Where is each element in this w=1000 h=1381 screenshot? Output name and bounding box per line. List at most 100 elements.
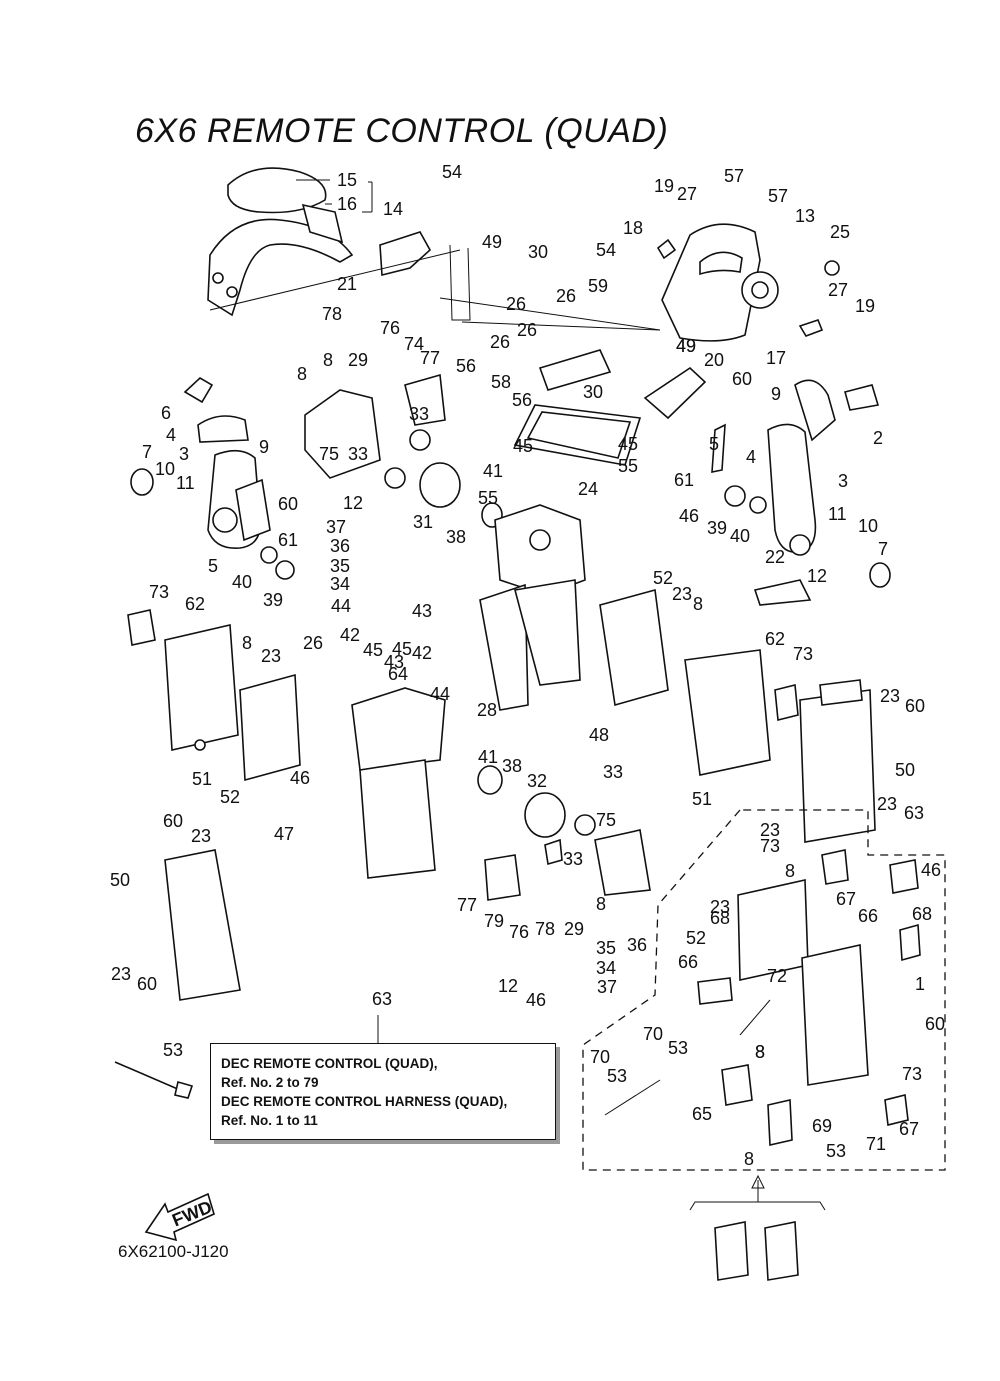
diagram-code: 6X62100-J120	[118, 1242, 229, 1261]
callout-number: 63	[372, 989, 392, 1009]
callout-number: 73	[902, 1064, 922, 1084]
callout-number: 53	[607, 1066, 627, 1086]
callout-number: 12	[498, 976, 518, 996]
callout-number: 77	[420, 348, 440, 368]
callout-number: 48	[589, 725, 609, 745]
callout-number: 60	[278, 494, 298, 514]
callout-number: 74	[404, 334, 424, 354]
callout-number: 64	[388, 664, 408, 684]
callout-number: 3	[179, 444, 189, 464]
callout-number: 33	[563, 849, 583, 869]
callout-number: 40	[730, 526, 750, 546]
callout-number: 39	[263, 590, 283, 610]
callout-number: 33	[348, 444, 368, 464]
callout-number: 10	[858, 516, 878, 536]
callout-number: 46	[526, 990, 546, 1010]
callout-number: 60	[732, 369, 752, 389]
callout-number: 2	[873, 428, 883, 448]
callout-number: 75	[596, 810, 616, 830]
callout-number: 50	[895, 760, 915, 780]
callout-number: 12	[807, 566, 827, 586]
callout-number: 10	[155, 459, 175, 479]
callout-number: 78	[322, 304, 342, 324]
callout-number: 26	[303, 633, 323, 653]
callout-number: 43	[384, 652, 404, 672]
callout-number: 11	[176, 473, 195, 493]
callout-number: 29	[564, 919, 584, 939]
callout-number: 42	[340, 625, 360, 645]
right-control-units	[684, 649, 876, 843]
callout-number: 55	[618, 456, 638, 476]
callout-number: 70	[643, 1024, 663, 1044]
callout-number: 16	[337, 194, 357, 214]
callout-number: 30	[583, 382, 603, 402]
callout-number: 76	[509, 922, 529, 942]
callout-number: 18	[623, 218, 643, 238]
callout-number: 47	[274, 824, 294, 844]
callout-number: 45	[363, 640, 383, 660]
callout-number: 53	[668, 1038, 688, 1058]
callout-number: 26	[506, 294, 526, 314]
callout-number: 46	[679, 506, 699, 526]
left-lever-assembly	[130, 377, 295, 580]
connector-inset	[689, 1174, 826, 1281]
callout-number: 50	[110, 870, 130, 890]
callout-number: 37	[326, 517, 346, 537]
callout-number: 7	[878, 539, 888, 559]
callout-number: 19	[654, 176, 674, 196]
callout-number: 66	[858, 906, 878, 926]
callout-number: 1	[915, 974, 925, 994]
callout-number: 8	[242, 633, 252, 653]
callout-number: 70	[590, 1047, 610, 1067]
callout-number: 36	[627, 935, 647, 955]
callout-number: 38	[502, 756, 522, 776]
callout-number: 27	[677, 184, 697, 204]
callout-number: 29	[348, 350, 368, 370]
callout-number: 68	[912, 904, 932, 924]
callout-number: 20	[704, 350, 724, 370]
callout-number: 42	[412, 643, 432, 663]
callout-number: 52	[220, 787, 240, 807]
callout-number: 53	[826, 1141, 846, 1161]
callout-number: 26	[517, 320, 537, 340]
callout-number: 49	[482, 232, 502, 252]
callout-number: 27	[828, 280, 848, 300]
callout-number: 57	[768, 186, 788, 206]
note-line-3: DEC REMOTE CONTROL HARNESS (QUAD),	[221, 1094, 508, 1109]
callout-number: 8	[596, 894, 606, 914]
callout-number: 4	[746, 447, 756, 467]
callout-number: 53	[163, 1040, 183, 1060]
callout-number: 77	[457, 895, 477, 915]
callout-number: 26	[490, 332, 510, 352]
callout-number: 39	[707, 518, 727, 538]
callout-number: 23	[672, 584, 692, 604]
callout-number: 62	[765, 629, 785, 649]
callout-number: 71	[866, 1134, 886, 1154]
callout-number: 54	[442, 162, 462, 182]
callout-number: 26	[556, 286, 576, 306]
callout-number: 37	[597, 977, 617, 997]
lever-housing-13	[656, 223, 840, 342]
callout-number: 49	[676, 336, 696, 356]
callout-number: 6	[161, 403, 171, 423]
callout-number: 15	[337, 170, 357, 190]
callout-number: 59	[588, 276, 608, 296]
callout-number: 4	[166, 425, 176, 445]
callout-number: 8	[323, 350, 333, 370]
callout-number: 43	[412, 601, 432, 621]
callout-number: 54	[596, 240, 616, 260]
callout-number: 41	[478, 747, 498, 767]
note-line-1: DEC REMOTE CONTROL (QUAD),	[221, 1056, 438, 1071]
callout-number: 30	[528, 242, 548, 262]
callout-number: 23	[760, 820, 780, 840]
callout-number: 23	[191, 826, 211, 846]
callout-number: 67	[899, 1119, 919, 1139]
callout-number: 62	[185, 594, 205, 614]
callout-number: 21	[337, 274, 357, 294]
callout-number: 8	[755, 1042, 765, 1062]
callout-number: 3	[838, 471, 848, 491]
callout-number: 8	[693, 594, 703, 614]
callout-number: 19	[855, 296, 875, 316]
callout-number: 9	[259, 437, 269, 457]
